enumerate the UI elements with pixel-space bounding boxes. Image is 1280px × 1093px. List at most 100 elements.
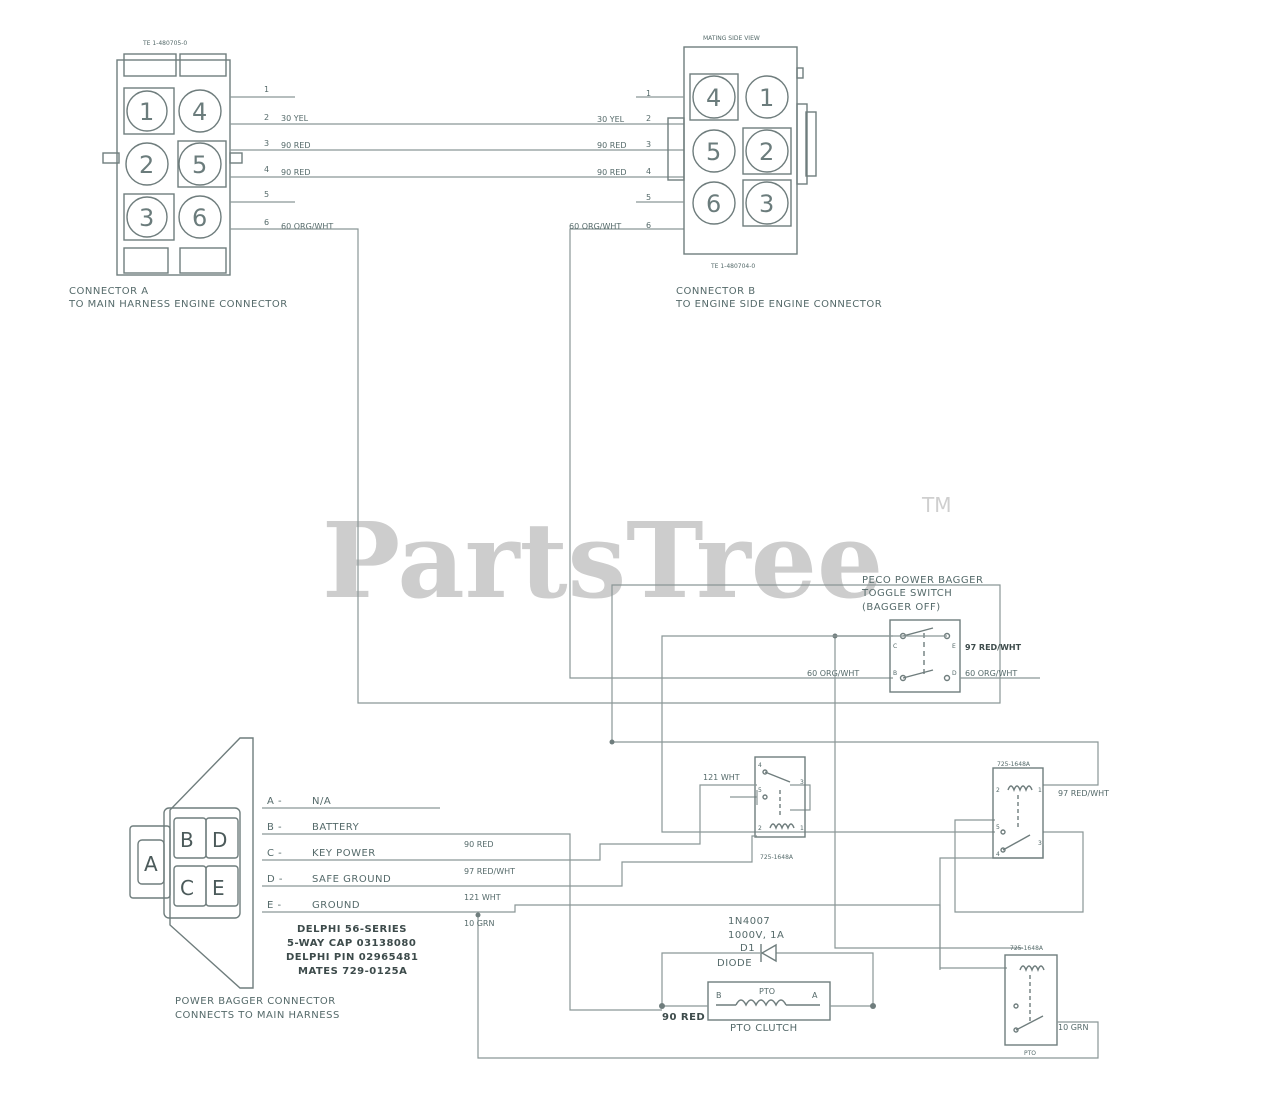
- diode: 1N4007 1000V, 1A D1 DIODE: [661, 916, 874, 1006]
- relay-wiring: [609, 635, 1099, 969]
- connector-a-wire-num-3: 3: [264, 139, 269, 148]
- connector-b-wire-4-label: 90 RED: [597, 168, 627, 177]
- wire-97-red-wht: 97 RED/WHT: [464, 867, 515, 876]
- connector-b-pin-2: 2: [759, 138, 774, 166]
- connector-b-wire-num-3: 3: [646, 140, 651, 149]
- pto-pin-a: A: [812, 991, 818, 1000]
- cavity-d: D: [212, 828, 227, 852]
- connector-b-part-number: TE 1-480704-0: [710, 263, 755, 270]
- connector-b-pin-1: 1: [759, 84, 774, 112]
- connector-a-wire-num-6: 6: [264, 218, 269, 227]
- pin-a-letter: A -: [267, 796, 282, 807]
- cavity-b: B: [180, 828, 194, 852]
- toggle-wire-60-left: 60 ORG/WHT: [807, 669, 859, 678]
- pto-pin-b: B: [716, 991, 722, 1000]
- spec-line-1: DELPHI 56-SERIES: [297, 924, 407, 935]
- connector-b-pin-5: 5: [706, 138, 721, 166]
- connector-a-caption-sub: TO MAIN HARNESS ENGINE CONNECTOR: [68, 299, 288, 310]
- connector-a-part-number: TE 1-480705-0: [142, 40, 187, 47]
- connector-a: TE 1-480705-0 1 4 2 5 3 6 1 2 3 4 5 6 30…: [68, 40, 333, 310]
- cavity-c: C: [180, 876, 194, 900]
- connector-a-housing: [116, 59, 231, 276]
- cavity-e: E: [212, 876, 225, 900]
- pto-clutch-body: [707, 981, 831, 1021]
- connector-a-pin-3: 3: [139, 204, 154, 232]
- power-bagger-caption-sub: CONNECTS TO MAIN HARNESS: [175, 1010, 340, 1021]
- connector-wires: [230, 123, 1001, 742]
- toggle-switch-title: PECO POWER BAGGER: [862, 575, 983, 586]
- diode-ref: D1: [740, 943, 755, 954]
- toggle-switch: PECO POWER BAGGER TOGGLE SWITCH (BAGGER …: [807, 575, 1040, 949]
- relay-2: 725-1648A 2 1 5 4 3 97 RED/WHT: [992, 761, 1109, 859]
- toggle-pin-c: C: [893, 643, 897, 650]
- wire-121-wht: 121 WHT: [464, 893, 501, 902]
- svg-text:5: 5: [996, 824, 1000, 831]
- power-bagger-connector: A B D C E A - B - C - D - E - N/A BATTER…: [129, 737, 1099, 1059]
- connector-a-pin-1: 1: [139, 98, 154, 126]
- connector-b-pin-6: 6: [706, 190, 721, 218]
- pin-d-letter: D -: [267, 874, 283, 885]
- diode-name: DIODE: [717, 958, 752, 969]
- toggle-pin-b: B: [893, 670, 897, 677]
- toggle-pin-d: D: [952, 670, 957, 677]
- connector-b-wire-num-6: 6: [646, 221, 651, 230]
- pin-d-function: SAFE GROUND: [312, 874, 391, 885]
- svg-text:1: 1: [800, 825, 804, 832]
- watermark: PartsTree: [322, 499, 883, 622]
- connector-b-wire-num-4: 4: [646, 167, 651, 176]
- relay-1-part-number: 725-1648A: [760, 854, 794, 861]
- svg-text:3: 3: [1038, 840, 1042, 847]
- pin-c-letter: C -: [267, 848, 282, 859]
- connector-b-wire-6-label: 60 ORG/WHT: [569, 222, 621, 231]
- pin-c-function: KEY POWER: [312, 848, 376, 859]
- connector-a-wire-num-2: 2: [264, 113, 269, 122]
- wire-90-red: 90 RED: [464, 840, 494, 849]
- relay-pto-label: PTO: [1024, 1050, 1036, 1057]
- toggle-switch-body: [889, 619, 961, 693]
- svg-text:1: 1: [1038, 787, 1042, 794]
- svg-text:4: 4: [996, 851, 1000, 858]
- relay-1: 4 5 3 2 1 121 WHT 725-1648A: [703, 756, 806, 861]
- pto-coil-label: PTO: [759, 987, 775, 996]
- connector-b-pin-4: 4: [706, 84, 721, 112]
- connector-a-wire-num-5: 5: [264, 190, 269, 199]
- spec-line-2: 5-WAY CAP 03138080: [287, 938, 416, 949]
- connector-a-wire-6-label: 60 ORG/WHT: [281, 222, 333, 231]
- connector-a-pin-4: 4: [192, 98, 207, 126]
- trademark: TM: [921, 493, 951, 517]
- connector-b-caption: CONNECTOR B: [676, 286, 756, 297]
- connector-a-pin-5: 5: [192, 151, 207, 179]
- connector-b-pin-3: 3: [759, 190, 774, 218]
- pin-b-function: BATTERY: [312, 822, 360, 833]
- connector-b-wire-2-label: 30 YEL: [597, 115, 625, 124]
- connector-b-wire-num-1: 1: [646, 89, 651, 98]
- svg-text:3: 3: [800, 779, 804, 786]
- connector-a-pin-2: 2: [139, 151, 154, 179]
- pto-clutch: B A PTO 90 RED PTO CLUTCH: [659, 981, 876, 1034]
- pto-clutch-name: PTO CLUTCH: [730, 1023, 798, 1034]
- pin-e-letter: E -: [267, 900, 282, 911]
- pin-b-letter: B -: [267, 822, 282, 833]
- svg-text:2: 2: [996, 787, 1000, 794]
- toggle-wire-60-right: 60 ORG/WHT: [965, 669, 1017, 678]
- wire-10-grn: 10 GRN: [464, 919, 494, 928]
- connector-b-wire-num-5: 5: [646, 193, 651, 202]
- connector-a-wire-4-label: 90 RED: [281, 168, 311, 177]
- connector-a-wire-3-label: 90 RED: [281, 141, 311, 150]
- connector-b-housing: [683, 46, 798, 255]
- relay-pto-part-number: 725-1648A: [1010, 945, 1044, 952]
- connector-a-wire-num-1: 1: [264, 85, 269, 94]
- pin-e-function: GROUND: [312, 900, 360, 911]
- diode-rating: 1000V, 1A: [728, 930, 784, 941]
- pin-a-function: N/A: [312, 796, 331, 807]
- relay-1-wire-label: 121 WHT: [703, 773, 740, 782]
- relay-pto-wire-label: 10 GRN: [1058, 1023, 1088, 1032]
- svg-text:2: 2: [758, 825, 762, 832]
- connector-a-pin-6: 6: [192, 204, 207, 232]
- svg-text:4: 4: [758, 762, 762, 769]
- svg-text:5: 5: [758, 787, 762, 794]
- toggle-switch-state: (BAGGER OFF): [862, 602, 941, 613]
- connector-b-wire-3-label: 90 RED: [597, 141, 627, 150]
- relay-2-part-number: 725-1648A: [997, 761, 1031, 768]
